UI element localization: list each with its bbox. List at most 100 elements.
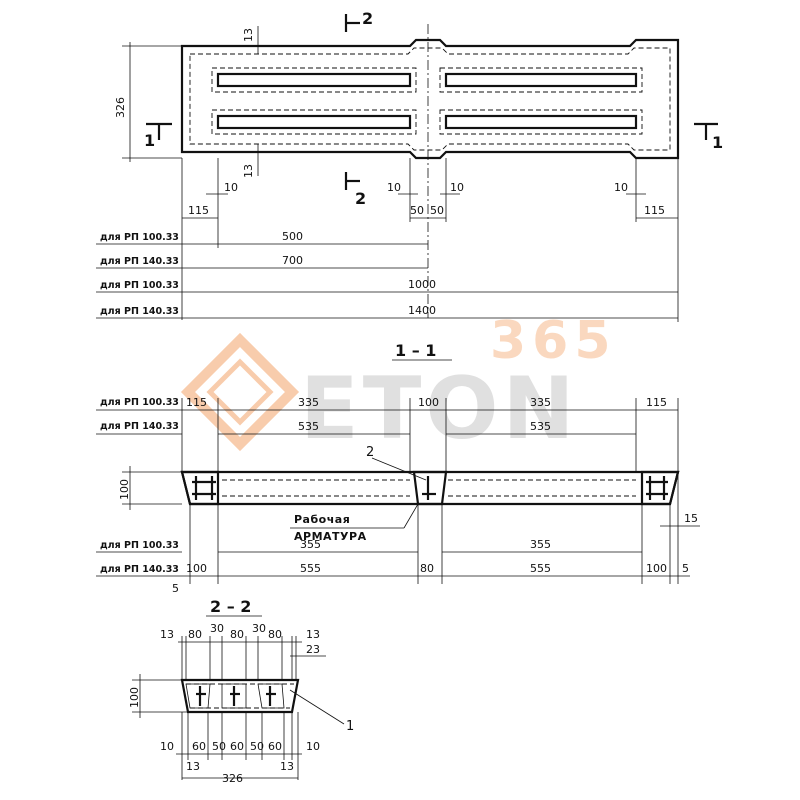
plan-outline — [180, 38, 680, 160]
svg-text:80: 80 — [420, 562, 434, 575]
svg-text:13: 13 — [306, 628, 320, 641]
section-1-1-top-dims: для РП 100.33 для РП 140.33 115 335 100 … — [96, 396, 679, 472]
section-2-2-body — [180, 678, 300, 714]
watermark-logo-icon — [180, 332, 300, 452]
dim-section-2-2-height: 100 — [128, 674, 188, 718]
svg-text:115: 115 — [646, 396, 667, 409]
svg-text:10: 10 — [387, 181, 401, 194]
section-marker-2-bottom: 2 — [344, 172, 366, 208]
svg-text:100: 100 — [118, 479, 131, 500]
svg-text:60: 60 — [192, 740, 206, 753]
watermark: 365 ETON — [180, 311, 617, 459]
svg-text:50: 50 — [430, 204, 444, 217]
svg-text:115: 115 — [188, 204, 209, 217]
svg-text:50: 50 — [250, 740, 264, 753]
plan-slot — [216, 114, 412, 130]
svg-text:13: 13 — [186, 760, 200, 773]
svg-text:100: 100 — [418, 396, 439, 409]
svg-text:10: 10 — [160, 740, 174, 753]
dim-section-1-1-height: 100 — [118, 466, 182, 510]
row-label: для РП 140.33 — [100, 306, 179, 317]
dim-plan-height: 326 — [114, 42, 182, 162]
svg-text:326: 326 — [114, 97, 127, 118]
row-label: для РП 140.33 — [100, 421, 179, 432]
svg-text:355: 355 — [530, 538, 551, 551]
svg-text:23: 23 — [306, 643, 320, 656]
svg-text:100: 100 — [186, 562, 207, 575]
svg-text:80: 80 — [268, 628, 282, 641]
row-label: для РП 100.33 — [100, 397, 179, 408]
svg-text:535: 535 — [298, 420, 319, 433]
section-2-2: 2 – 2 13 80 30 80 30 80 13 23 — [128, 597, 354, 785]
svg-text:10: 10 — [450, 181, 464, 194]
svg-text:115: 115 — [644, 204, 665, 217]
plan-inner-contour — [189, 47, 671, 151]
svg-text:1: 1 — [346, 719, 354, 734]
plan-extension-lines — [181, 158, 679, 322]
section-1-1-title: 1 – 1 — [395, 341, 436, 360]
svg-text:555: 555 — [530, 562, 551, 575]
row-label: для РП 140.33 — [100, 564, 179, 575]
plan-slot-outline — [439, 109, 643, 135]
svg-text:50: 50 — [410, 204, 424, 217]
svg-text:30: 30 — [210, 622, 224, 635]
section-1-1: 1 – 1 для РП 100.33 для РП 140.33 115 33… — [96, 341, 700, 595]
section-marker-1-left: 1 — [144, 122, 172, 150]
svg-text:10: 10 — [306, 740, 320, 753]
svg-text:13: 13 — [280, 760, 294, 773]
svg-text:355: 355 — [300, 538, 321, 551]
note-working-rebar: Рабочая арматура — [290, 503, 419, 543]
svg-text:80: 80 — [230, 628, 244, 641]
plan-slot — [444, 114, 638, 130]
svg-text:50: 50 — [212, 740, 226, 753]
callout-1: 1 — [289, 689, 354, 734]
svg-text:2: 2 — [362, 9, 373, 28]
callout-2: 2 — [366, 445, 427, 481]
svg-text:13: 13 — [242, 164, 255, 178]
dim-plan-row-10: 10 10 10 10 — [206, 181, 646, 195]
dim-plan-row-115: 115 50 50 115 — [182, 204, 678, 219]
watermark-text: ETON — [300, 359, 579, 459]
svg-text:2: 2 — [355, 189, 366, 208]
rebar-marks — [192, 476, 668, 500]
svg-text:100: 100 — [128, 687, 141, 708]
row-value: 500 — [282, 230, 303, 243]
svg-text:2: 2 — [366, 445, 374, 460]
svg-text:60: 60 — [230, 740, 244, 753]
svg-text:60: 60 — [268, 740, 282, 753]
plan-slot — [216, 72, 412, 88]
svg-text:13: 13 — [242, 28, 255, 42]
section-2-2-bottom-dims: 10 60 50 60 50 60 10 13 13 326 — [160, 712, 320, 785]
svg-text:555: 555 — [300, 562, 321, 575]
section-2-2-title: 2 – 2 — [210, 597, 251, 616]
svg-text:115: 115 — [186, 396, 207, 409]
plan-slot — [444, 72, 638, 88]
watermark-number: 365 — [490, 311, 617, 371]
plan-view: 2 2 1 1 326 13 — [96, 9, 723, 322]
section-1-1-bottom-dims: для РП 100.33 для РП 140.33 355 355 100 … — [96, 504, 690, 584]
svg-text:1: 1 — [144, 131, 155, 150]
row-value: 1000 — [408, 278, 436, 291]
plan-slot-outline — [211, 109, 417, 135]
dim-plan-offset-bottom: 13 — [242, 144, 259, 178]
svg-text:30: 30 — [252, 622, 266, 635]
dim-corner: 5 — [172, 582, 179, 595]
section-2-2-top-dims: 13 80 30 80 30 80 13 23 — [160, 622, 326, 680]
plan-slot-outline — [211, 67, 417, 93]
section-marker-2-top: 2 — [344, 9, 373, 32]
rebar-marks — [196, 686, 276, 706]
svg-text:10: 10 — [224, 181, 238, 194]
section-1-1-beam — [180, 470, 680, 506]
svg-text:80: 80 — [188, 628, 202, 641]
row-label: для РП 100.33 — [100, 232, 179, 243]
svg-text:13: 13 — [160, 628, 174, 641]
plan-dimension-table: для РП 100.33 500 для РП 140.33 700 для … — [96, 230, 678, 319]
svg-text:1: 1 — [712, 133, 723, 152]
svg-text:10: 10 — [614, 181, 628, 194]
svg-text:5: 5 — [682, 562, 689, 575]
dim-plan-offset-top: 13 — [242, 26, 259, 54]
svg-text:335: 335 — [530, 396, 551, 409]
dim-section-1-1-side: 15 — [660, 472, 700, 528]
section-marker-1-right: 1 — [694, 122, 723, 152]
